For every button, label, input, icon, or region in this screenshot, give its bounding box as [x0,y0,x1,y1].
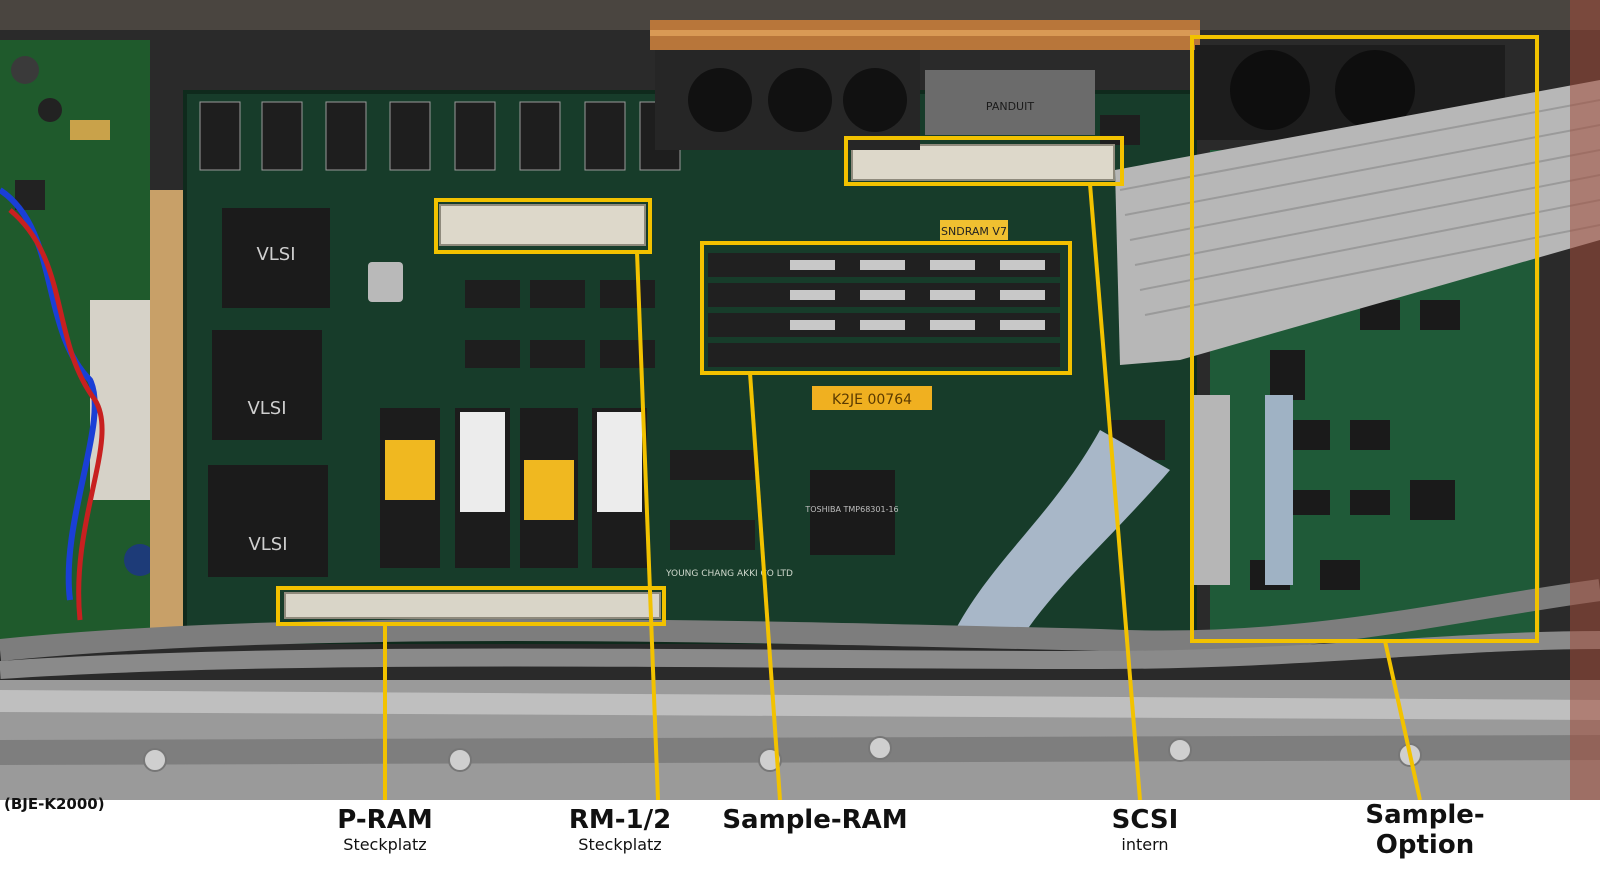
sndram-sticker-label: SNDRAM V7 [941,225,1007,238]
maker-silkscreen: YOUNG CHANG AKKI CO LTD [665,569,793,579]
caption-p-ram-title: P-RAM [337,805,433,835]
callout-leader-lines [383,183,1422,800]
caption-sample-ram-title: Sample-RAM [722,805,908,835]
leader-line-sample-ram [748,372,782,800]
panduit-rear-label: PANDUIT [986,100,1034,113]
callout-boxes [276,35,1539,643]
caption-rm: RM-1/2 Steckplatz [545,805,695,855]
callout-box-rm [434,198,652,254]
caption-rm-title: RM-1/2 [568,805,672,835]
leader-line-scsi [1088,183,1142,800]
toshiba-cpu-label: TOSHIBA TMP68301-16 [804,505,898,514]
vlsi-chip-1-label: VLSI [256,244,295,265]
caption-p-ram-subtitle: Steckplatz [343,835,427,854]
serial-sticker-label: K2JE 00764 [832,392,912,408]
vlsi-chip-2-label: VLSI [247,398,286,419]
callout-box-scsi [844,136,1124,186]
caption-sample-ram: Sample-RAM [715,805,915,835]
caption-scsi-subtitle: intern [1121,835,1169,854]
leader-line-sample-option [1383,640,1422,800]
photo-credit: (BJE-K2000) [4,795,105,813]
rear-connectors: PANDUIT [655,45,1505,150]
caption-sample-option: Sample- Option [1355,800,1495,860]
caption-p-ram: P-RAM Steckplatz [310,805,460,855]
caption-rm-subtitle: Steckplatz [578,835,662,854]
leader-line-rm [635,251,660,800]
vlsi-chip-3-label: VLSI [248,534,287,555]
caption-scsi: SCSI intern [1085,805,1205,855]
caption-scsi-title: SCSI [1111,805,1179,835]
circuit-board-photo: VLSI VLSI VLSI [0,0,1600,800]
caption-sample-option-subtitle: Option [1375,830,1475,860]
callout-box-sample-option [1190,35,1539,643]
caption-sample-option-title: Sample- [1365,800,1485,830]
left-psu-board [0,40,160,640]
callout-box-sample-ram [700,241,1072,375]
callout-box-p-ram [276,586,666,626]
